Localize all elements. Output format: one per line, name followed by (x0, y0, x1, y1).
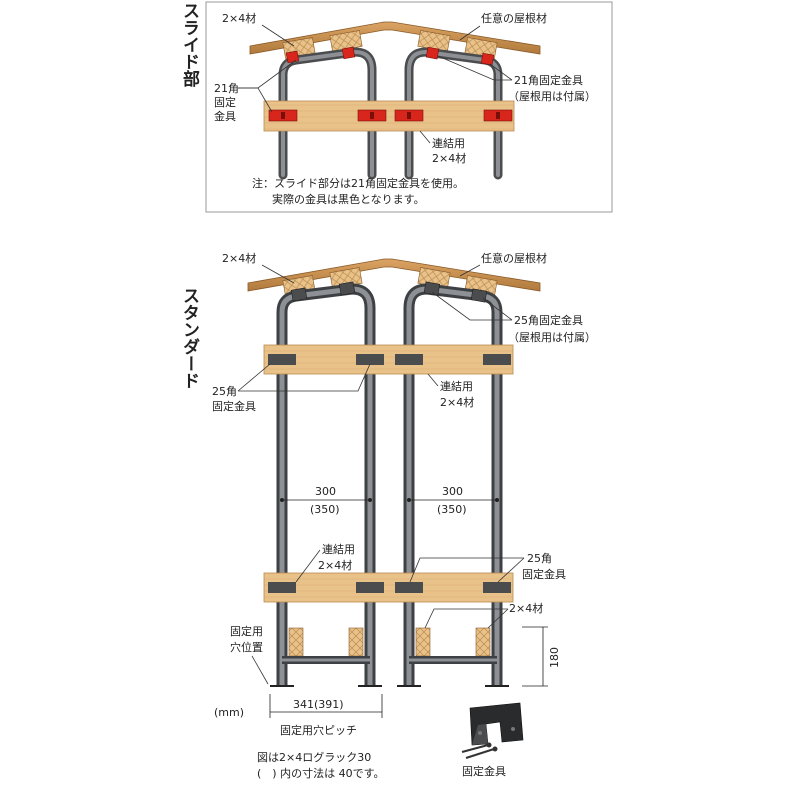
standard-note-2: ( ) 内の寸法は 40です。 (257, 766, 384, 780)
standard-label-connect-lower-1: 連結用 (322, 542, 355, 556)
slide-label-roof: 任意の屋根材 (481, 11, 547, 25)
slide-label-connect-1: 連結用 (432, 136, 465, 150)
standard-label-hole-1: 固定用 (230, 624, 263, 638)
standard-pitch-dim (269, 694, 383, 718)
standard-dim-height: 180 (548, 647, 561, 668)
standard-label-bracket-lower-2: 固定金具 (522, 567, 566, 581)
slide-note-2: 実際の金具は黒色となります。 (272, 192, 425, 206)
slide-note-1: 注：スライド部分は21角固定金具を使用。 (252, 176, 464, 190)
slide-label-bracket-left-3: 金具 (214, 109, 236, 123)
standard-dim-right-2: (350) (437, 503, 467, 516)
slide-pipes-left (278, 47, 377, 180)
standard-pipes-left (276, 283, 376, 685)
slide-board-bracket-holes (281, 112, 500, 119)
fixing-bracket-caption: 固定金具 (462, 764, 506, 778)
standard-dim-ticks (280, 498, 499, 502)
standard-label-bracket-left-2: 固定金具 (212, 399, 256, 413)
standard-pipes-right (403, 283, 503, 685)
standard-label-bracket-right-1: 25角固定金具 (514, 313, 583, 327)
standard-top-brackets (290, 281, 488, 303)
standard-note-1: 図は2×4ログラック30 (257, 750, 371, 764)
standard-label-roof: 任意の屋根材 (481, 251, 547, 265)
standard-section-title: スタンダード (179, 287, 200, 389)
standard-label-connect-1: 連結用 (440, 379, 473, 393)
fixing-bracket-icon (461, 702, 524, 759)
standard-label-bracket-lower-1: 25角 (527, 552, 552, 565)
standard-dim-right-1: 300 (442, 485, 463, 498)
slide-label-connect-2: 2×4材 (432, 151, 466, 165)
standard-label-connect-lower-2: 2×4材 (318, 558, 352, 572)
slide-label-2x4: 2×4材 (222, 11, 256, 25)
standard-label-bracket-right-2: （屋根用は付属） (508, 330, 596, 344)
standard-height-dim (522, 626, 548, 687)
slide-label-bracket-right-1: 21角固定金具 (514, 73, 583, 87)
slide-section-frame (205, 1, 613, 213)
standard-label-connect-2: 2×4材 (440, 395, 474, 409)
standard-label-bracket-left-1: 25角 (212, 385, 237, 398)
slide-connect-board (263, 100, 515, 132)
standard-dim-pitch: 341(391) (293, 698, 344, 711)
standard-roof-blocks (282, 267, 498, 297)
slide-label-bracket-left-2: 固定 (214, 95, 236, 109)
slide-label-bracket-left-1: 21角 (214, 82, 239, 95)
standard-lower-brackets (268, 582, 511, 593)
standard-lower-board (263, 572, 514, 603)
standard-unit: (mm) (214, 706, 244, 719)
standard-label-hole-2: 穴位置 (230, 640, 263, 654)
slide-top-brackets (285, 46, 495, 66)
standard-dim-left-1: 300 (315, 485, 336, 498)
standard-base-blocks (288, 627, 491, 657)
standard-upper-brackets (268, 354, 511, 365)
standard-upper-board (263, 344, 514, 375)
slide-label-bracket-right-2: （屋根用は付属） (508, 89, 596, 103)
standard-dim-left-2: (350) (310, 503, 340, 516)
standard-label-2x4: 2×4材 (222, 251, 256, 265)
standard-label-pitch: 固定用穴ピッチ (280, 723, 357, 737)
standard-label-2x4-lower: 2×4材 (509, 601, 543, 615)
slide-section-title: スライド部 (179, 2, 200, 88)
